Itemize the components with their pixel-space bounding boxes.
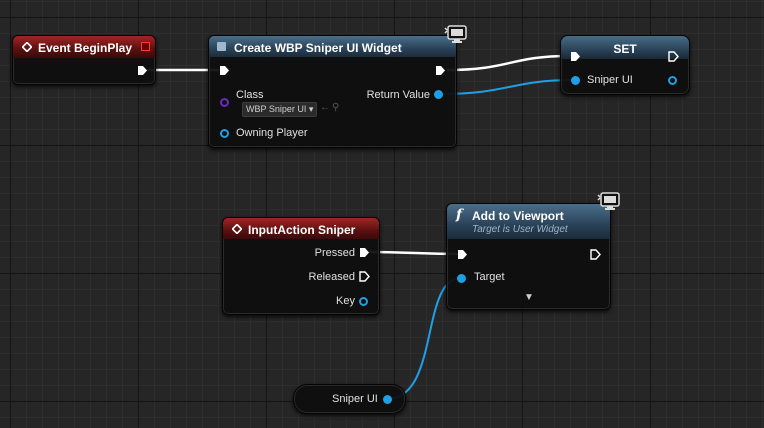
released-exec-pin-icon[interactable] [359,271,370,282]
sniper-ui-getter-node[interactable]: Sniper UI [293,384,406,414]
key-label: Key [336,295,355,307]
browse-search-icon[interactable]: ⚲ [332,102,340,113]
sniper-ui-out-pin-icon[interactable] [668,76,677,85]
class-combo[interactable]: WBP Sniper UI ▾ [242,102,318,117]
event-beginplay-title: Event BeginPlay [38,41,133,55]
exec-wire-create-set [446,54,570,72]
input-action-title: InputAction Sniper [248,223,356,237]
exec-out-pin-icon[interactable] [435,65,446,76]
owning-player-pin-icon[interactable] [220,129,229,138]
return-value-label: Return Value [366,89,430,101]
create-widget-header: Create WBP Sniper UI Widget [209,36,456,57]
released-label: Released [308,271,355,283]
delegate-pin-icon[interactable] [141,42,150,51]
exec-out-pin-icon[interactable] [668,51,679,62]
class-label: Class [236,89,264,101]
widget-node-icon [217,42,226,51]
class-pin-icon[interactable] [220,98,229,107]
set-header: SET [561,36,689,59]
event-diamond-icon [232,224,242,234]
add-to-viewport-header: f Add to Viewport Target is User Widget [447,204,610,239]
function-f-icon: f [456,207,463,223]
object-wire-return-set [438,79,575,95]
exec-in-pin-icon[interactable] [457,249,468,260]
pressed-exec-pin-icon[interactable] [359,247,370,258]
pressed-label: Pressed [314,247,355,259]
add-to-viewport-node[interactable]: f Add to Viewport Target is User Widget … [446,203,611,310]
event-beginplay-header: Event BeginPlay [13,36,155,58]
add-to-viewport-title: Add to Viewport [472,209,564,223]
server-monitor-icon [597,192,620,210]
exec-out-pin-icon[interactable] [137,65,148,76]
server-monitor-icon [444,25,467,43]
create-widget-node[interactable]: Create WBP Sniper UI Widget Class WBP Sn… [208,35,457,148]
return-value-pin-icon[interactable] [434,90,443,99]
event-beginplay-node[interactable]: Event BeginPlay [12,35,156,85]
input-action-node[interactable]: InputAction Sniper Pressed Released Key [222,217,380,315]
use-selected-arrow-icon[interactable]: ← [320,102,330,113]
key-pin-icon[interactable] [359,297,368,306]
add-to-viewport-subtitle: Target is User Widget [472,224,568,235]
exec-in-pin-icon[interactable] [570,51,581,62]
exec-in-pin-icon[interactable] [219,65,230,76]
owning-player-label: Owning Player [236,127,308,139]
set-var-label: Sniper UI [587,74,633,86]
getter-label: Sniper UI [332,393,378,405]
chevron-down-icon: ▾ [308,104,314,114]
set-node[interactable]: SET Sniper UI [560,35,690,95]
input-action-header: InputAction Sniper [223,218,379,239]
expand-advanced-chevron-down-icon[interactable]: ▼ [524,292,534,303]
target-label: Target [474,271,505,283]
target-pin-icon[interactable] [457,274,466,283]
class-value: WBP Sniper UI [246,104,307,114]
getter-out-pin-icon[interactable] [383,395,392,404]
event-diamond-icon [22,42,32,52]
exec-out-pin-icon[interactable] [590,249,601,260]
sniper-ui-in-pin-icon[interactable] [571,76,580,85]
create-widget-title: Create WBP Sniper UI Widget [234,41,402,55]
set-title: SET [613,42,637,56]
